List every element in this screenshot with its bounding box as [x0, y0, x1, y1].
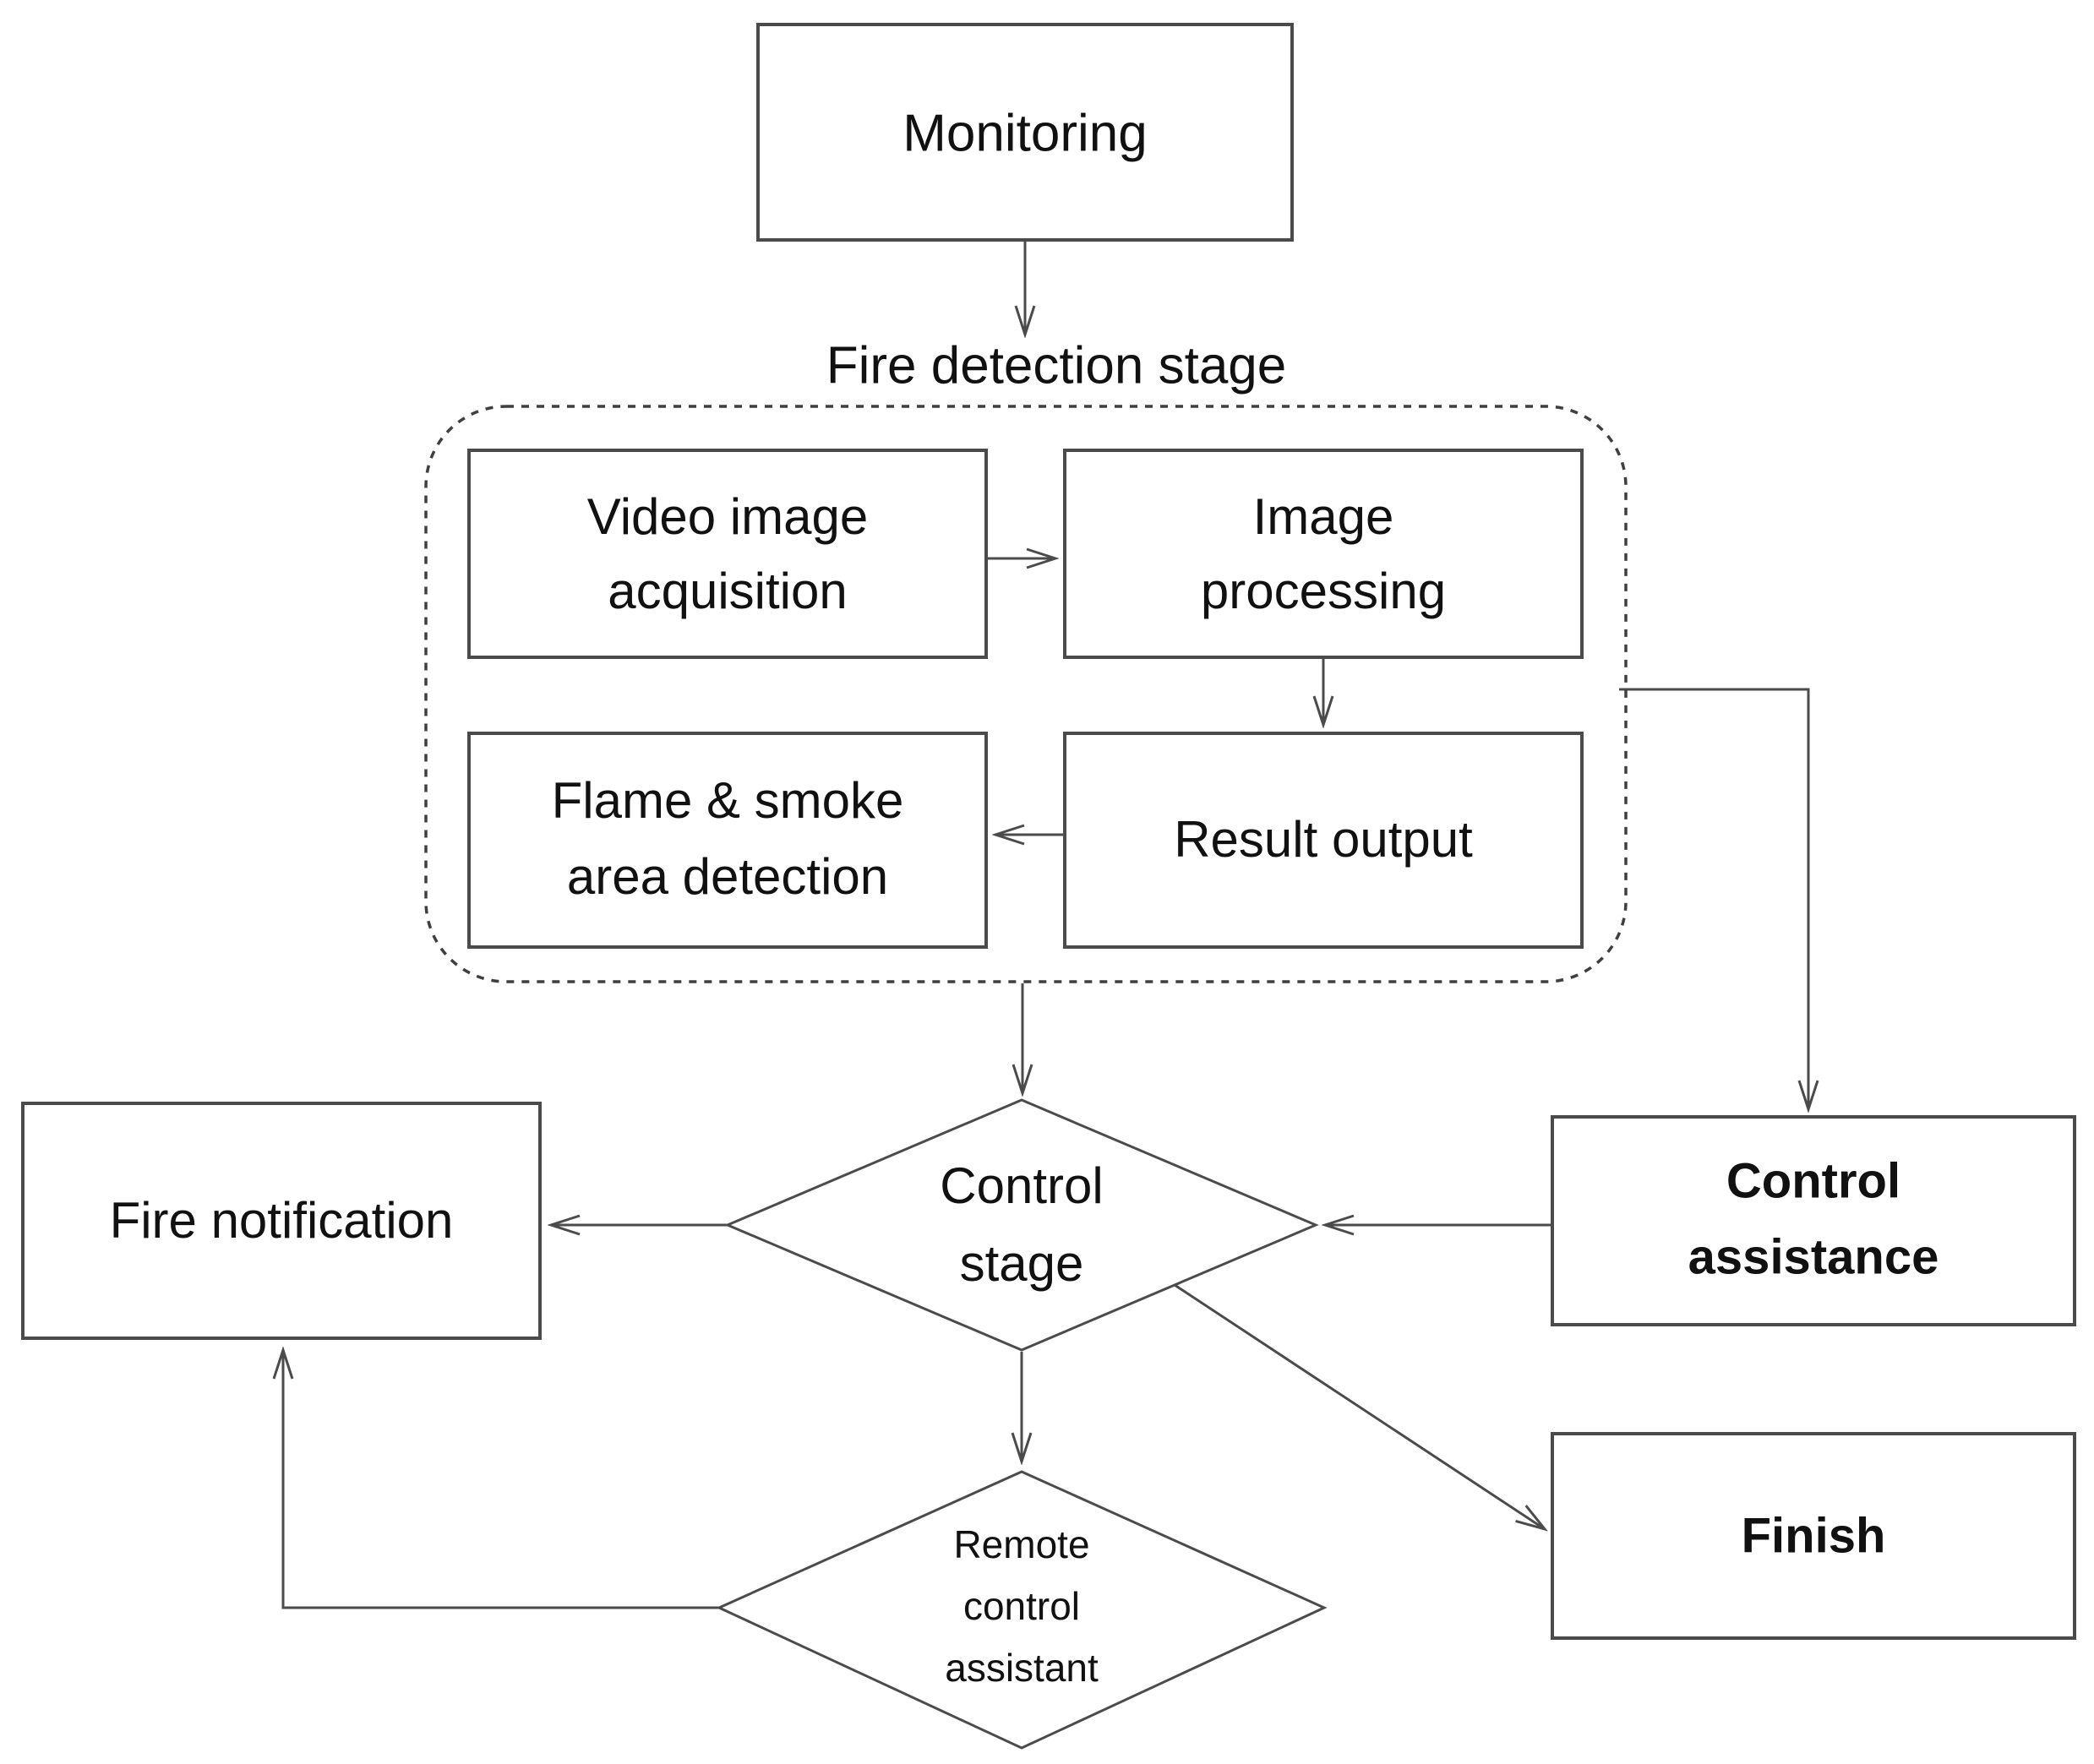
- video-image-acquisition-label-line2: acquisition: [608, 563, 848, 619]
- node-result-output: Result output: [1063, 732, 1584, 949]
- fire-detection-stage-dashed-region: [424, 405, 1628, 983]
- node-video-image-acquisition: Video image acquisition: [467, 449, 988, 659]
- fire-detection-stage-label: Fire detection stage: [826, 336, 1287, 395]
- monitoring-box: [756, 23, 1294, 242]
- flame-smoke-label-line2: area detection: [567, 848, 888, 905]
- control-assistance-label-line2: assistance: [1688, 1229, 1939, 1284]
- fire-notification-label: Fire notification: [110, 1192, 454, 1249]
- node-finish: Finish: [1551, 1432, 2076, 1640]
- result-output-box: [1063, 732, 1584, 949]
- remote-control-assistant-label-line1: Remote: [953, 1522, 1089, 1566]
- label-fire-detection-stage: Fire detection stage: [826, 336, 1287, 395]
- flame-smoke-label-line1: Flame & smoke: [552, 772, 904, 829]
- control-stage-label-line2: stage: [960, 1235, 1084, 1292]
- remote-control-assistant-label-line2: control: [963, 1584, 1080, 1628]
- image-processing-label-line2: processing: [1201, 563, 1446, 619]
- control-stage-label-line1: Control: [940, 1157, 1103, 1214]
- fire-notification-box: [21, 1102, 542, 1340]
- finish-label: Finish: [1742, 1508, 1886, 1563]
- result-output-label: Result output: [1174, 811, 1473, 868]
- control-assistance-box: [1551, 1115, 2076, 1326]
- video-image-acquisition-box: [467, 449, 988, 659]
- remote-control-assistant-label-line3: assistant: [945, 1646, 1099, 1690]
- remote-control-assistant-diamond: [716, 1470, 1328, 1750]
- node-image-processing: Image processing: [1063, 449, 1584, 659]
- node-control-assistance: Control assistance: [1551, 1115, 2076, 1326]
- control-assistance-label-line1: Control: [1726, 1153, 1900, 1208]
- arrow-control-stage-to-finish: [1174, 1283, 1545, 1529]
- arrow-remote-control-assistant-to-fire-notification: [283, 1350, 721, 1609]
- node-fire-notification: Fire notification: [21, 1102, 542, 1340]
- control-stage-diamond: [724, 1098, 1319, 1352]
- node-monitoring: Monitoring: [756, 23, 1294, 242]
- image-processing-label-line1: Image: [1253, 488, 1394, 545]
- monitoring-label: Monitoring: [902, 104, 1147, 162]
- image-processing-box: [1063, 449, 1584, 659]
- finish-box: [1551, 1432, 2076, 1640]
- arrow-fire-detection-stage-to-control-assistance: [1619, 688, 1808, 1109]
- node-flame-smoke-area-detection: Flame & smoke area detection: [467, 732, 988, 949]
- node-remote-control-assistant: Remote control assistant: [716, 1470, 1328, 1750]
- flame-smoke-area-detection-box: [467, 732, 988, 949]
- node-control-stage: Control stage: [724, 1098, 1319, 1352]
- video-image-acquisition-label-line1: Video image: [587, 488, 868, 545]
